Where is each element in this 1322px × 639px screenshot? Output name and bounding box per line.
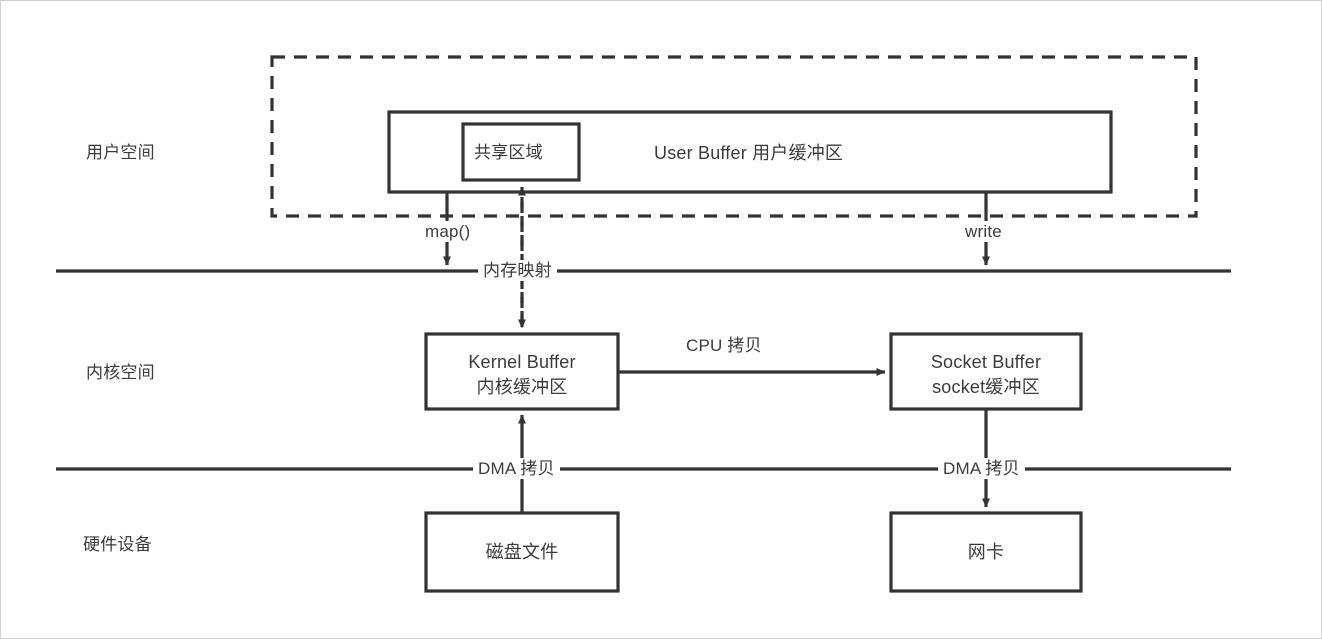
socket-buffer-label-line2: socket缓冲区 — [932, 377, 1040, 397]
shared-area-box-shape — [461, 122, 581, 182]
zone-label-user-space: 用户空间 — [86, 143, 155, 162]
edge-label-write-call: write — [960, 221, 1007, 243]
user-buffer-label: User Buffer 用户缓冲区 — [654, 143, 844, 163]
disk-file-label: 磁盘文件 — [485, 542, 559, 562]
edge-label-dma-copy-write: DMA 拷贝 — [938, 458, 1025, 480]
edge-label-dma-copy-read: DMA 拷贝 — [473, 458, 560, 480]
kernel-buffer-label-line2: 内核缓冲区 — [476, 377, 568, 397]
zone-label-hardware: 硬件设备 — [83, 535, 152, 554]
socket-buffer-box-shape — [889, 332, 1083, 411]
edge-label-cpu-copy: CPU 拷贝 — [681, 335, 767, 357]
socket-buffer-label-line1: Socket Buffer — [930, 352, 1042, 372]
disk-file-box-shape — [424, 511, 620, 593]
zone-label-kernel-space: 内核空间 — [86, 363, 155, 382]
edge-label-map-call: map() — [420, 221, 476, 243]
shared-area-label: 共享区域 — [474, 143, 543, 162]
kernel-buffer-box-shape — [424, 332, 620, 411]
nic-label: 网卡 — [967, 542, 1005, 562]
kernel-buffer-label-line1: Kernel Buffer — [468, 352, 576, 372]
nic-box-shape — [889, 511, 1083, 593]
edge-label-memory-mapping: 内存映射 — [478, 260, 557, 282]
user-space-dashed-container — [270, 55, 1198, 218]
